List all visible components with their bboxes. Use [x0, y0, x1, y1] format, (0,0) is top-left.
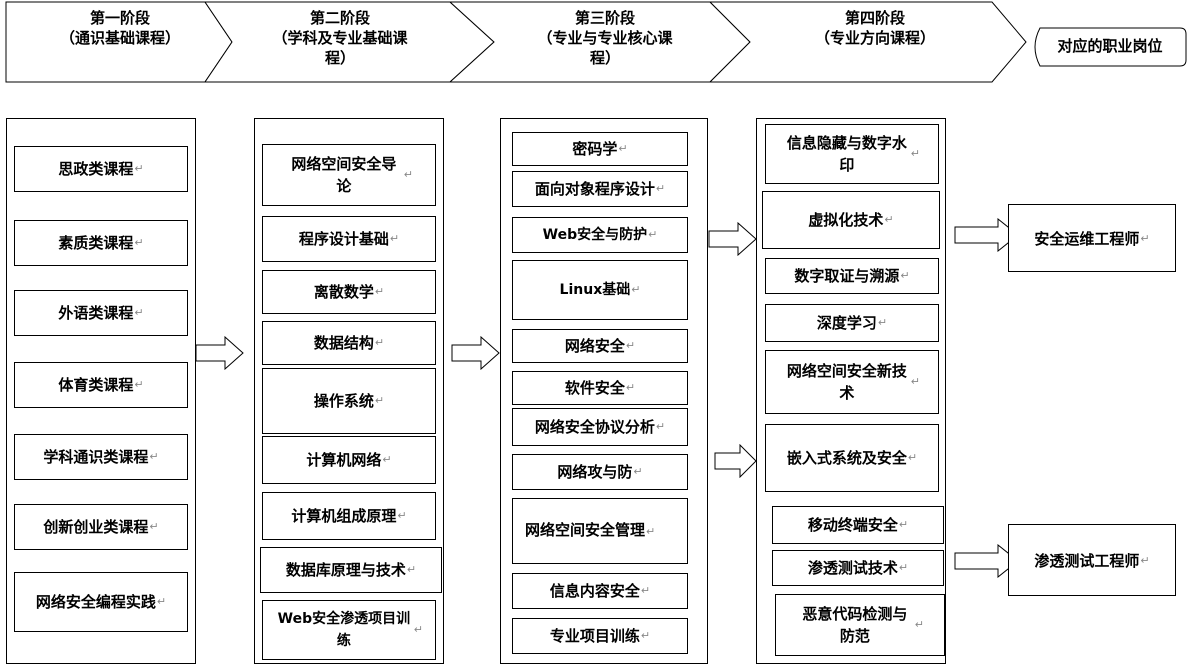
- course-box: 软件安全↵: [512, 371, 688, 405]
- course-box: 程序设计基础↵: [262, 216, 436, 262]
- course-box: 数字取证与溯源↵: [765, 258, 939, 294]
- course-box: 网络安全协议分析↵: [512, 408, 688, 446]
- course-box: 信息内容安全↵: [512, 573, 688, 609]
- arrow-stage3-to-stage4-lower: [714, 444, 757, 478]
- course-box: Web安全渗透项目训练↵: [262, 600, 436, 660]
- jobs-header-shape: [1034, 27, 1187, 67]
- arrow-stage3-to-stage4-upper: [708, 222, 757, 256]
- arrow-stage2-to-stage3: [451, 336, 500, 370]
- course-box: Web安全与防护↵: [512, 217, 688, 253]
- stage-4-label: 第四阶段 （专业方向课程）: [814, 9, 935, 47]
- course-box: 网络空间安全导论↵: [262, 144, 436, 206]
- course-box: 密码学↵: [512, 132, 688, 166]
- course-box: 深度学习↵: [765, 304, 939, 342]
- course-box: 计算机网络↵: [262, 436, 436, 484]
- job-penetration-test-engineer: 渗透测试工程师↵: [1008, 524, 1176, 596]
- course-box: 网络空间安全管理↵: [512, 498, 688, 564]
- course-box: 面向对象程序设计↵: [512, 171, 688, 207]
- jobs-header-label: 对应的职业岗位: [1057, 37, 1163, 55]
- course-box: 外语类课程↵: [14, 290, 188, 336]
- arrow-stage1-to-stage2: [195, 336, 244, 370]
- course-box: 体育类课程↵: [14, 362, 188, 408]
- course-box: 嵌入式系统及安全↵: [765, 424, 939, 492]
- course-box: 专业项目训练↵: [512, 618, 688, 654]
- stage-header-shapes: [5, 1, 1187, 83]
- course-box: 虚拟化技术↵: [762, 191, 940, 249]
- course-box: 渗透测试技术↵: [772, 550, 944, 586]
- course-box: 信息隐藏与数字水印↵: [765, 124, 939, 184]
- course-box: 数据结构↵: [262, 321, 436, 365]
- job-security-ops-engineer: 安全运维工程师↵: [1008, 204, 1176, 272]
- course-box: 网络空间安全新技术↵: [765, 350, 939, 414]
- course-box: 计算机组成原理↵: [262, 492, 436, 540]
- course-box: 网络安全编程实践↵: [14, 572, 188, 632]
- course-box: 数据库原理与技术↵: [260, 547, 442, 593]
- course-box: 学科通识类课程↵: [14, 434, 188, 480]
- course-box: 素质类课程↵: [14, 220, 188, 266]
- course-box: 离散数学↵: [262, 270, 436, 314]
- course-box: 创新创业类课程↵: [14, 504, 188, 550]
- stage-2-label: 第二阶段 （学科及专业基础课 程）: [272, 9, 408, 67]
- course-box: 操作系统↵: [262, 368, 436, 434]
- course-box: 思政类课程↵: [14, 146, 188, 192]
- course-box: 网络攻与防↵: [512, 454, 688, 490]
- stage-1-label: 第一阶段 （通识基础课程）: [59, 9, 180, 47]
- course-box: 恶意代码检测与防范↵: [775, 594, 945, 656]
- stage-4-chevron: [708, 1, 1027, 83]
- stage-3-label: 第三阶段 （专业与专业核心课 程）: [537, 9, 673, 67]
- course-box: 移动终端安全↵: [772, 506, 944, 544]
- course-box: 网络安全↵: [512, 329, 688, 363]
- course-box: Linux基础↵: [512, 260, 688, 320]
